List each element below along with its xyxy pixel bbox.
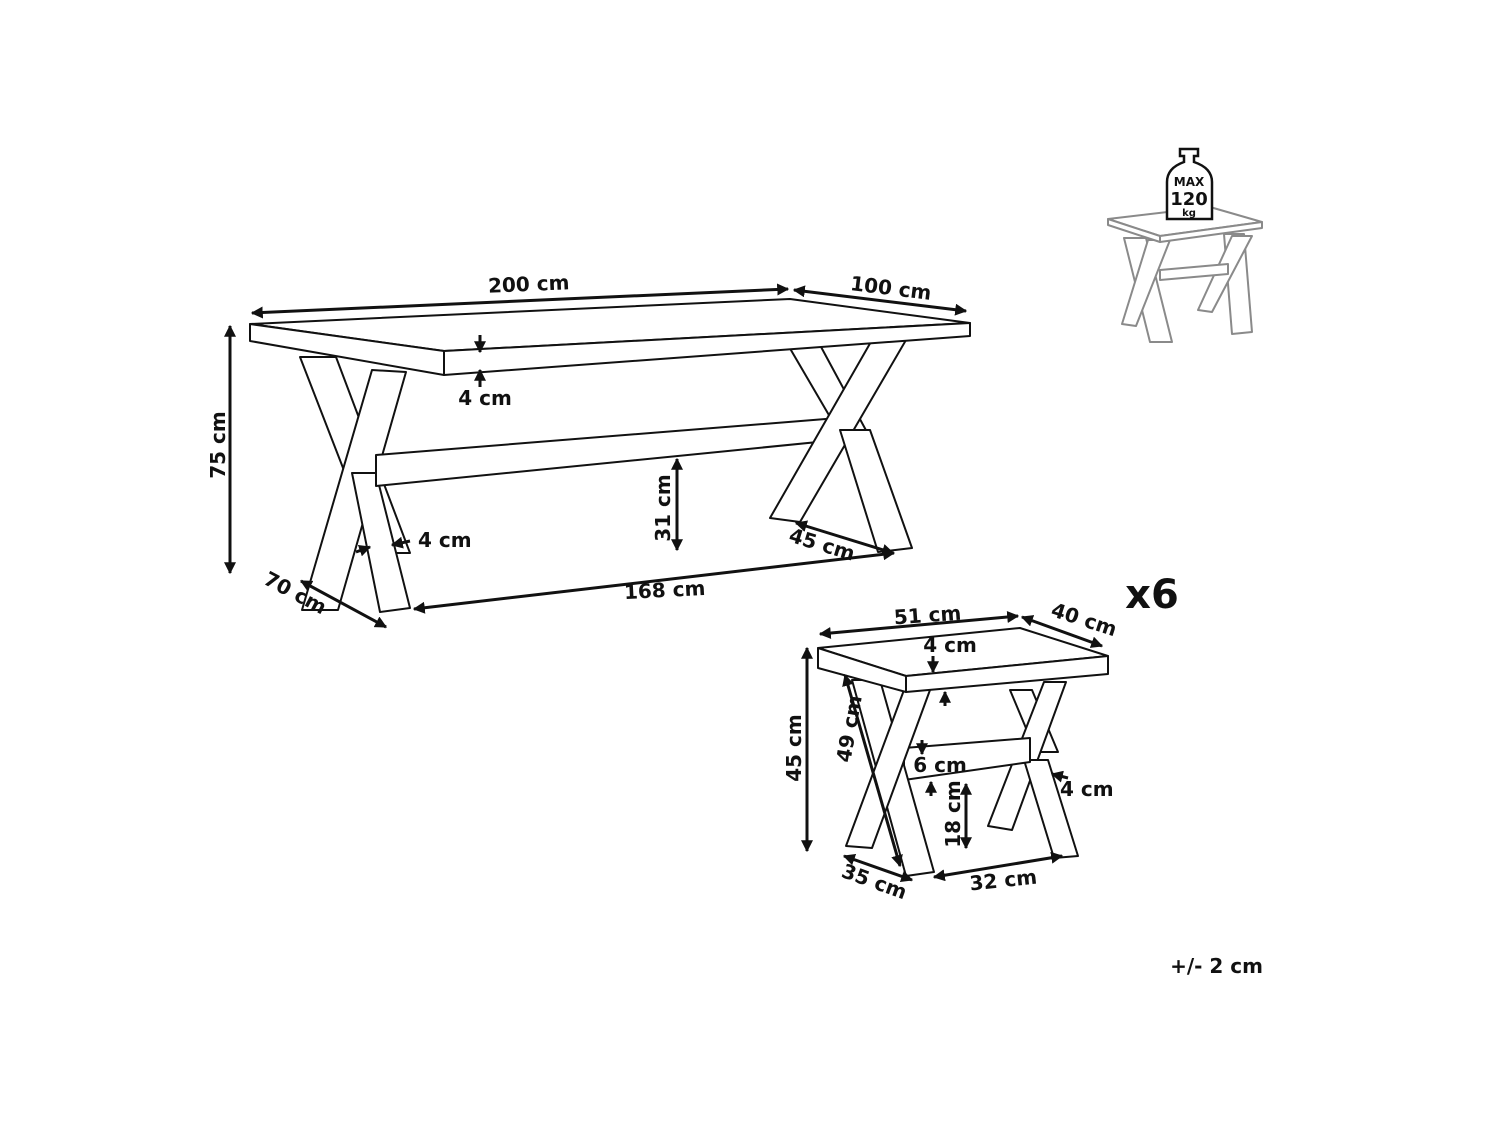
stool-width-line — [1020, 615, 1104, 648]
stool-dimension-lines — [801, 611, 1104, 883]
stool-quantity-label: x6 — [1125, 572, 1179, 618]
table-top-thickness-label: 4 cm — [458, 386, 512, 410]
table-leg-span-line — [412, 548, 896, 614]
table-shelf-height-label: 31 cm — [651, 474, 675, 542]
max-load-value-label: 120 — [1170, 189, 1208, 210]
table-width-label: 100 cm — [849, 271, 933, 305]
max-load-unit-label: kg — [1182, 208, 1196, 219]
stool-shelf-thickness-label: 6 cm — [913, 753, 967, 777]
table-leg-thickness-arrow — [390, 536, 411, 549]
stool-foot-depth-line — [842, 853, 914, 883]
stool-length-label: 51 cm — [893, 601, 962, 630]
table-leg-thickness-label: 4 cm — [418, 528, 472, 552]
stool-height-label: 45 cm — [782, 714, 806, 782]
stool-leg-length-line — [842, 673, 903, 868]
stool-shelf-height-label: 18 cm — [941, 780, 965, 848]
table-leg-span-label: 168 cm — [623, 576, 706, 604]
stool-top-thickness-label: 4 cm — [923, 633, 977, 657]
table-height-label: 75 cm — [206, 411, 230, 479]
tolerance-note: +/- 2 cm — [1170, 954, 1263, 978]
table-length-label: 200 cm — [488, 270, 570, 298]
table-width-line — [792, 285, 968, 316]
weight-icon — [1165, 147, 1214, 221]
dining-table-drawing — [249, 298, 971, 613]
max-load-icon — [1107, 147, 1263, 343]
max-load-max-label: MAX — [1174, 175, 1205, 189]
table-leg-depth-line — [299, 579, 388, 629]
stool-leg-thickness-arrow — [1050, 770, 1069, 783]
stool-length-line — [818, 611, 1020, 639]
stool-leg-thickness-label: 4 cm — [1060, 777, 1114, 801]
table-foot-length-line — [794, 520, 895, 556]
table-leg-thickness-tick — [355, 544, 372, 557]
table-foot-length-label: 45 cm — [786, 523, 858, 566]
stool-leg-span-line — [932, 851, 1064, 882]
stool-width-label: 40 cm — [1048, 598, 1120, 642]
table-length-line — [250, 283, 790, 319]
table-dimension-lines — [224, 283, 968, 629]
